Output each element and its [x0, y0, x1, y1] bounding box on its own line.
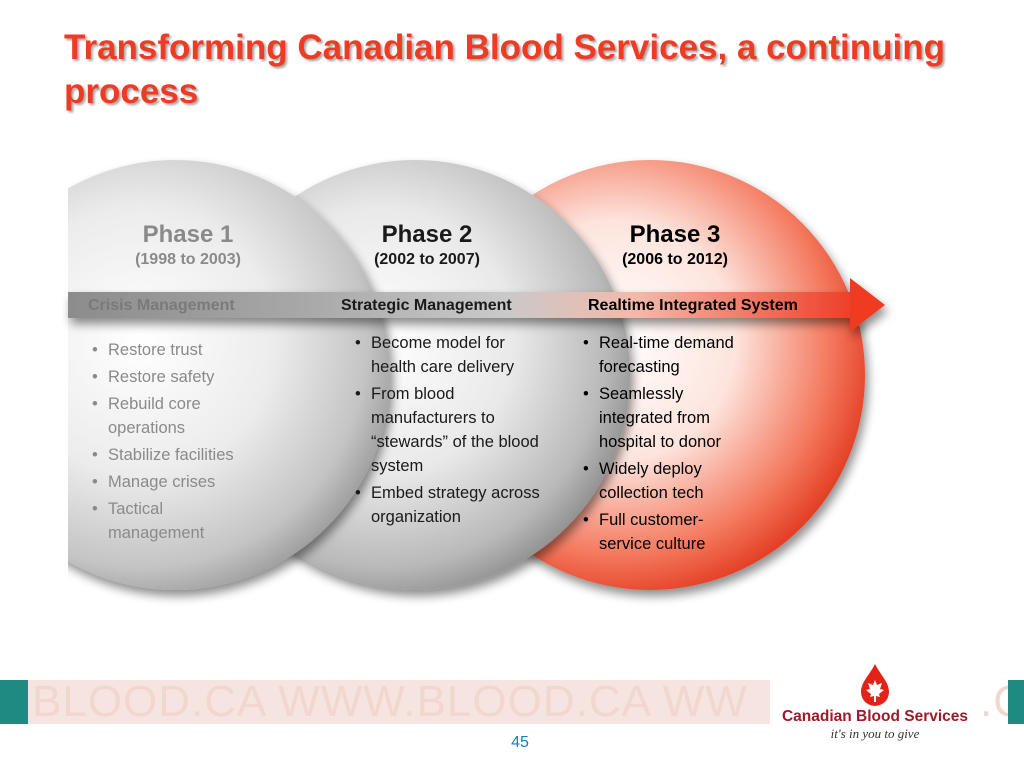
list-item: Tactical management — [86, 497, 256, 545]
list-item: Embed strategy across organization — [349, 481, 549, 529]
list-item: From blood manufacturers to “stewards” o… — [349, 382, 549, 478]
phase-1-name: Phase 1 — [142, 221, 234, 248]
phase-1-bullets: Restore trust Restore safety Rebuild cor… — [86, 338, 256, 548]
list-item: Full customer-service culture — [577, 508, 729, 556]
timeline-arrow — [68, 278, 885, 332]
phase-3-header: Phase 3 (2006 to 2012) — [565, 220, 785, 270]
brand-tagline: it's in you to give — [830, 726, 920, 741]
phase-1-years: (1998 to 2003) — [135, 251, 241, 268]
list-item: Seamlessly integrated from hospital to d… — [577, 382, 757, 454]
phase-2-name: Phase 2 — [381, 221, 473, 248]
list-item: Real-time demand forecasting — [577, 331, 757, 379]
footer-watermark-right: .C — [980, 680, 1008, 724]
footer-teal-left — [0, 680, 28, 724]
phase-1-header: Phase 1 (1998 to 2003) — [78, 220, 298, 270]
phase-2-bullets: Become model for health care delivery Fr… — [349, 331, 549, 532]
list-item: Stabilize facilities — [86, 443, 256, 467]
list-item: Become model for health care delivery — [349, 331, 549, 379]
list-item: Restore safety — [86, 365, 256, 389]
phase-1-band-label: Crisis Management — [88, 297, 235, 314]
maple-leaf-drop-icon — [861, 664, 889, 706]
phase-3-bullets: Real-time demand forecasting Seamlessly … — [577, 331, 757, 559]
phase-2-header: Phase 2 (2002 to 2007) — [317, 220, 537, 270]
page-number: 45 — [511, 734, 529, 751]
list-item: Manage crises — [86, 470, 256, 494]
footer-teal-right — [1008, 680, 1024, 724]
brand-name: Canadian Blood Services — [781, 708, 969, 725]
phase-2-band-label: Strategic Management — [341, 297, 512, 314]
slide-title: Transforming Canadian Blood Services, a … — [64, 28, 945, 111]
phase-3-name: Phase 3 — [629, 221, 721, 248]
brand-logo: Canadian Blood Services it's in you to g… — [770, 660, 980, 741]
phase-3-years: (2006 to 2012) — [622, 251, 728, 268]
phase-2-years: (2002 to 2007) — [374, 251, 480, 268]
phase-3-band-label: Realtime Integrated System — [588, 297, 798, 314]
list-item: Rebuild core operations — [86, 392, 256, 440]
list-item: Restore trust — [86, 338, 256, 362]
footer-watermark: BLOOD.CA WWW.BLOOD.CA WW — [32, 680, 748, 724]
list-item: Widely deploy collection tech — [577, 457, 757, 505]
